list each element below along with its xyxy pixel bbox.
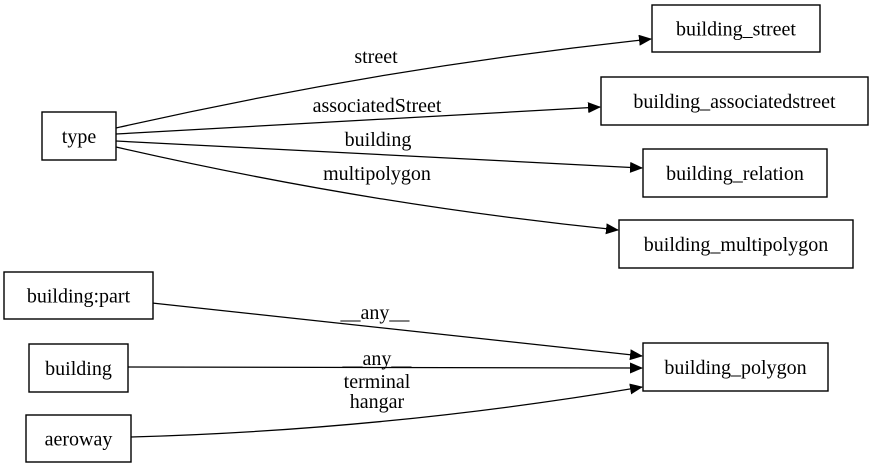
edge-label-aeroway-to-building_polygon-line2: hangar xyxy=(350,391,405,413)
node-aeroway: aeroway xyxy=(25,414,132,463)
node-building_part-label: building:part xyxy=(27,286,131,308)
edge-label-building-to-building_polygon: __any__ xyxy=(342,348,413,370)
node-building_street: building_street xyxy=(651,4,821,53)
edge-type-to-building_multipolygon xyxy=(115,146,619,235)
edge-aeroway-to-building_polygon xyxy=(130,383,643,438)
node-building_associatedstreet: building_associatedstreet xyxy=(600,76,869,126)
node-building-box xyxy=(28,343,129,393)
edge-label-type-to-building_associatedstreet: associatedStreet xyxy=(313,95,442,117)
node-type-box xyxy=(41,111,117,161)
node-building_street-box xyxy=(651,4,821,53)
node-building_multipolygon: building_multipolygon xyxy=(618,219,854,269)
node-building-label: building xyxy=(45,358,112,380)
node-building: building xyxy=(28,343,129,393)
edges-layer xyxy=(115,34,652,438)
edge-type-to-building_street xyxy=(115,34,652,129)
node-building_street-label: building_street xyxy=(676,19,796,41)
node-aeroway-box xyxy=(25,414,132,463)
edge-building_part-to-building_polygon xyxy=(151,302,643,361)
edge-type-to-building_associatedstreet xyxy=(115,102,601,135)
node-building_relation: building_relation xyxy=(642,148,828,198)
node-building_relation-box xyxy=(642,148,828,198)
node-building_relation-label: building_relation xyxy=(666,163,804,185)
node-type-label: type xyxy=(62,126,97,148)
node-building_associatedstreet-label: building_associatedstreet xyxy=(633,91,836,113)
edge-label-type-to-building_relation: building xyxy=(345,129,412,151)
edge-label-type-to-building_multipolygon: multipolygon xyxy=(323,163,431,185)
nodes-layer: type building:part building aeroway building… xyxy=(3,4,869,463)
edge-type-to-building_relation xyxy=(115,140,643,173)
node-building_multipolygon-box xyxy=(618,219,854,269)
node-building_part: building:part xyxy=(3,271,154,320)
node-building_polygon-label: building_polygon xyxy=(664,357,806,379)
node-building_multipolygon-label: building_multipolygon xyxy=(644,234,828,256)
edge-label-aeroway-to-building_polygon-line1: terminal xyxy=(344,371,411,393)
edge-label-building_part-to-building_polygon: __any__ xyxy=(340,302,411,324)
node-aeroway-label: aeroway xyxy=(45,429,113,451)
edge-building-to-building_polygon xyxy=(127,362,643,374)
node-building_associatedstreet-box xyxy=(600,76,869,126)
node-building_polygon-box xyxy=(642,342,829,392)
edge-labels-layer: street associatedStreet building multipolyg… xyxy=(313,46,442,413)
edge-label-type-to-building_street: street xyxy=(354,46,398,68)
node-building_polygon: building_polygon xyxy=(642,342,829,392)
node-type: type xyxy=(41,111,117,161)
node-building_part-box xyxy=(3,271,154,320)
